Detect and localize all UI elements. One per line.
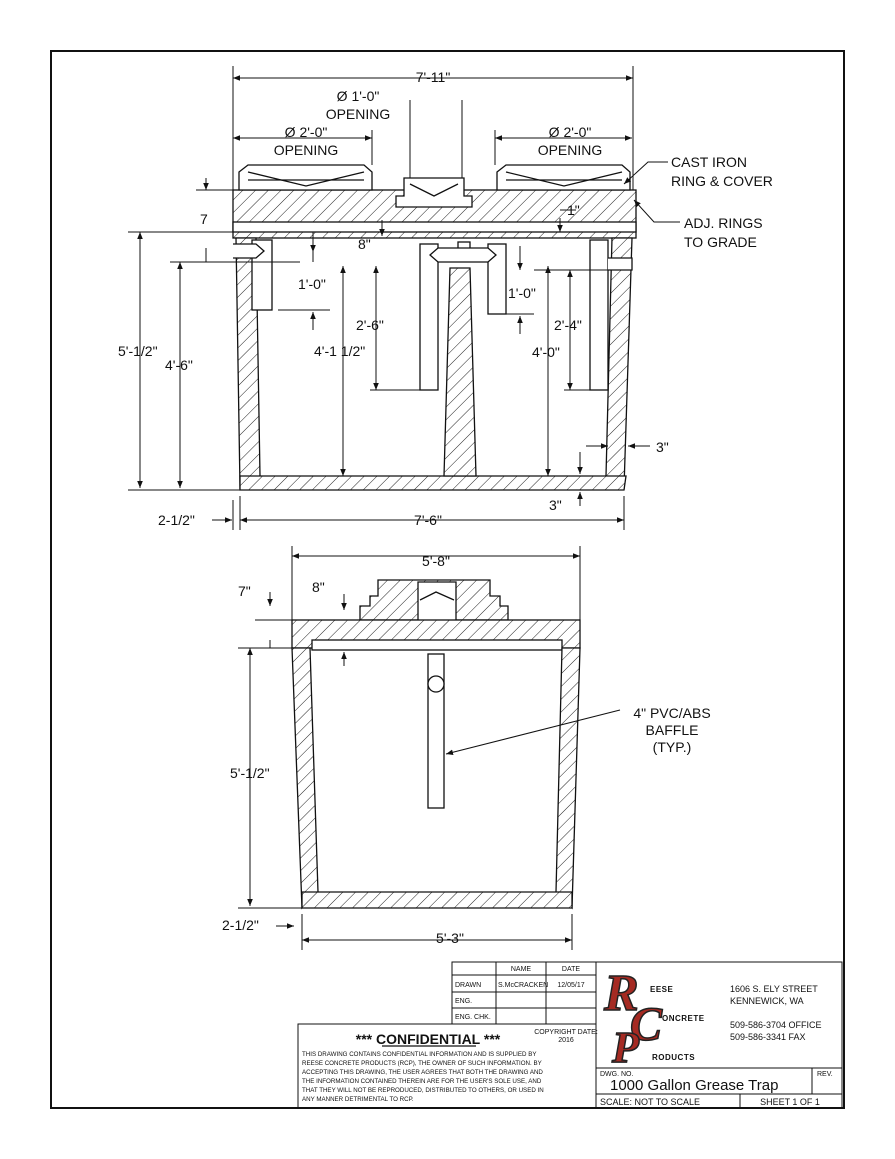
right-riser xyxy=(496,164,631,191)
dim-2-6: 2'-6" xyxy=(356,317,384,333)
cast-iron-callout-2: RING & COVER xyxy=(671,173,773,189)
scale-label: SCALE: NOT TO SCALE xyxy=(600,1097,700,1107)
side-section-view xyxy=(232,164,637,491)
side-view-labels: 7'-11" Ø 1'-0" OPENING Ø 2'-0" OPENING Ø… xyxy=(118,69,773,528)
overall-width-label: 7'-11" xyxy=(416,69,451,85)
outlet-pipe xyxy=(589,239,609,391)
cast-iron-callout: CAST IRON xyxy=(671,154,747,170)
dim-2-4: 2'-4" xyxy=(554,317,582,333)
end-dim-2-1-2: 2-1/2" xyxy=(222,917,259,933)
end-section-view xyxy=(291,579,581,910)
tank-right-wall xyxy=(605,237,633,490)
col-name-header: NAME xyxy=(511,966,532,973)
right-opening-label: OPENING xyxy=(538,142,603,158)
sheet-label: SHEET 1 OF 1 xyxy=(760,1097,820,1107)
dim-3-wall: 3" xyxy=(656,439,669,455)
row-drawn-name: S.McCRACKEN xyxy=(498,982,548,989)
row-engchk-label: ENG. CHK. xyxy=(455,1014,491,1021)
confidential-line-6: ANY MANNER DETRIMENTAL TO RCP. xyxy=(302,1096,414,1103)
dim-1-0-left: 1'-0" xyxy=(298,276,326,292)
logo-word-concrete: ONCRETE xyxy=(662,1014,705,1023)
address-line-1: 1606 S. ELY STREET xyxy=(730,984,818,994)
left-opening-label: OPENING xyxy=(274,142,339,158)
baffle-note-3: (TYP.) xyxy=(653,739,692,755)
svg-text:R: R xyxy=(603,965,639,1022)
svg-text:C: C xyxy=(630,998,663,1051)
logo-word-products: RODUCTS xyxy=(652,1053,695,1062)
baffle-hole xyxy=(427,675,445,693)
end-dim-7: 7" xyxy=(238,583,251,599)
left-riser xyxy=(238,164,373,191)
left-opening-dia: Ø 2'-0" xyxy=(285,124,328,140)
row-eng-label: ENG. xyxy=(455,998,472,1005)
dim-1in: 1" xyxy=(567,202,580,218)
phone-office: 509-586-3704 OFFICE xyxy=(730,1020,822,1030)
phone-fax: 509-586-3341 FAX xyxy=(730,1032,806,1042)
confidential-line-4: THE INFORMATION CONTAINED THEREIN ARE FO… xyxy=(302,1078,542,1085)
right-opening-dia: Ø 2'-0" xyxy=(549,124,592,140)
confidential-line-1: THIS DRAWING CONTAINS CONFIDENTIAL INFOR… xyxy=(302,1051,536,1058)
dim-3-floor: 3" xyxy=(549,497,562,513)
center-opening-dia: Ø 1'-0" xyxy=(337,88,380,104)
end-base-width: 5'-3" xyxy=(436,930,464,946)
confidential-title: *** CONFIDENTIAL *** xyxy=(356,1031,501,1047)
confidential-line-2: REESE CONCRETE PRODUCTS (RCP), THE OWNER… xyxy=(302,1060,542,1067)
dim-4-0: 4'-0" xyxy=(532,344,560,360)
copyright-year: 2016 xyxy=(558,1037,574,1044)
end-right-wall xyxy=(555,647,581,910)
row-drawn-date: 12/05/17 xyxy=(557,982,584,989)
center-baffle-wall xyxy=(443,267,477,477)
dwg-no-label: DWG. NO. xyxy=(600,1071,633,1078)
col-date-header: DATE xyxy=(562,966,580,973)
svg-text:P: P xyxy=(611,1023,640,1072)
tank-floor xyxy=(239,475,627,491)
baffle-note-1: 4" PVC/ABS xyxy=(633,705,710,721)
title-block-text: NAME DATE DRAWN S.McCRACKEN 12/05/17 ENG… xyxy=(302,964,833,1107)
adj-rings-callout: ADJ. RINGS xyxy=(684,215,763,231)
end-height: 5'-1/2" xyxy=(230,765,270,781)
row-drawn-label: DRAWN xyxy=(455,982,481,989)
address-line-2: KENNEWICK, WA xyxy=(730,996,804,1006)
dim-lid-7: 7 xyxy=(200,211,208,227)
dim-1-0-right: 1'-0" xyxy=(508,285,536,301)
end-dim-8: 8" xyxy=(312,579,325,595)
confidential-line-3: ACCEPTING THIS DRAWING, THE USER AGREES … xyxy=(302,1069,543,1076)
end-baffle-pipe xyxy=(427,653,445,809)
end-top-width: 5'-8" xyxy=(422,553,450,569)
baffle-note-2: BAFFLE xyxy=(646,722,699,738)
dim-4-6: 4'-6" xyxy=(165,357,193,373)
center-riser xyxy=(395,177,473,208)
title-block xyxy=(297,961,843,1109)
end-view-labels: 5'-8" 7" 8" 5'-1/2" 4" PVC/ABS BAFFLE (T… xyxy=(222,553,711,946)
end-floor xyxy=(301,891,573,909)
rev-label: REV. xyxy=(817,1071,833,1078)
copyright-label: COPYRIGHT DATE: xyxy=(534,1029,598,1036)
dim-8in: 8" xyxy=(358,236,371,252)
center-opening-label: OPENING xyxy=(326,106,391,122)
base-width-label: 7'-6" xyxy=(414,512,442,528)
logo-word-reese: EESE xyxy=(650,985,674,994)
dim-2-1-2-top: 2-1/2" xyxy=(158,512,195,528)
adj-rings-callout-2: TO GRADE xyxy=(684,234,757,250)
confidential-line-5: THAT THEY WILL NOT BE REPRODUCED, DISTRI… xyxy=(302,1087,544,1094)
dim-4-1-half: 4'-1 1/2" xyxy=(314,343,365,359)
drawing-title: 1000 Gallon Grease Trap xyxy=(610,1077,778,1094)
rcp-logo: R C P EESE ONCRETE RODUCTS xyxy=(602,964,705,1073)
end-left-wall xyxy=(291,647,319,910)
dim-5-1-half: 5'-1/2" xyxy=(118,343,158,359)
